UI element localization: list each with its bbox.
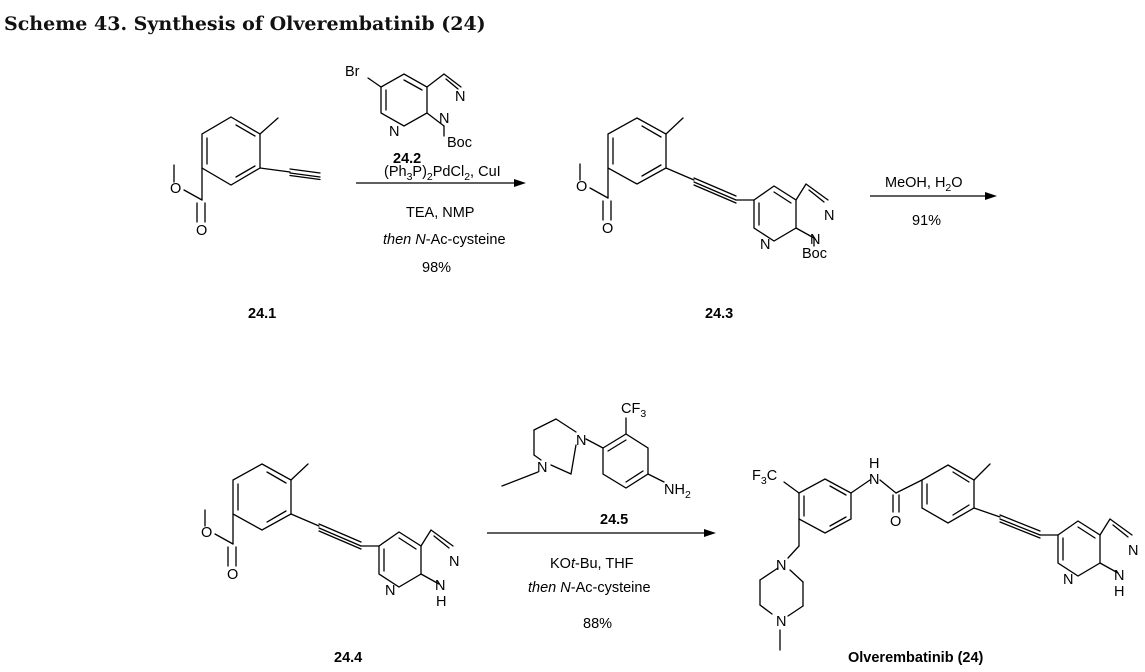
reaction-arrow-1-head — [514, 179, 526, 187]
step3-reagents: KOt-Bu, THF — [550, 556, 634, 572]
step3-quench: then N-Ac-cysteine — [528, 580, 651, 596]
atom-o: O — [890, 514, 901, 530]
atom-n: N — [449, 554, 459, 570]
atom-n: N — [576, 433, 586, 449]
atom-n: N — [439, 111, 449, 127]
atom-o: O — [196, 223, 207, 239]
atom-n: N — [385, 583, 395, 599]
compound-24-2-structure — [367, 73, 462, 137]
atom-n: N — [824, 208, 834, 224]
atom-n: N — [760, 237, 770, 253]
step1-quench: then N-Ac-cysteine — [383, 232, 506, 248]
reaction-arrow-3-head — [704, 529, 716, 537]
atom-h: H — [869, 456, 879, 472]
compound-label-24-5: 24.5 — [600, 512, 628, 528]
atom-n: N — [455, 89, 465, 105]
atom-o: O — [170, 181, 181, 197]
atom-o: O — [227, 567, 238, 583]
atom-o: O — [576, 179, 587, 195]
atom-h: H — [1114, 584, 1124, 600]
compound-24-structure — [759, 463, 1133, 651]
atom-n: N — [1128, 543, 1138, 559]
atom-h: H — [436, 594, 446, 610]
atom-f3c: F3C — [752, 468, 777, 487]
atom-o: O — [602, 221, 613, 237]
atom-cf3: CF3 — [621, 401, 646, 420]
atom-br: Br — [345, 64, 360, 80]
compound-label-24: Olverembatinib (24) — [848, 650, 984, 666]
atom-n: N — [389, 124, 399, 140]
atom-o: O — [201, 525, 212, 541]
atom-boc: Boc — [802, 246, 827, 262]
reaction-arrow-2-head — [985, 192, 997, 200]
atom-n: N — [435, 578, 445, 594]
step1-reagents: (Ph3P)2PdCl2, CuI — [384, 164, 501, 183]
atom-boc: Boc — [447, 135, 472, 151]
atom-n: N — [537, 460, 547, 476]
compound-24-4-structure — [204, 463, 454, 588]
compound-24-3-structure — [579, 117, 829, 247]
atom-n: N — [776, 614, 786, 630]
atom-n: N — [776, 558, 786, 574]
atom-n: N — [1114, 568, 1124, 584]
atom-nh2: NH2 — [664, 482, 691, 501]
step1-solvent: TEA, NMP — [406, 205, 474, 221]
atom-n: N — [869, 472, 879, 488]
step3-yield: 88% — [583, 616, 612, 632]
step2-reagents: MeOH, H2O — [885, 175, 963, 194]
atom-n: N — [810, 232, 820, 248]
compound-24-1-structure — [173, 116, 321, 223]
step1-yield: 98% — [422, 260, 451, 276]
compound-label-24-2: 24.2 — [393, 151, 421, 167]
compound-label-24-4: 24.4 — [334, 650, 362, 666]
atom-n: N — [1063, 572, 1073, 588]
compound-24-5-structure — [501, 417, 665, 489]
step2-yield: 91% — [912, 213, 941, 229]
compound-label-24-3: 24.3 — [705, 306, 733, 322]
scheme-title: Scheme 43. Synthesis of Olverembatinib (… — [4, 13, 486, 35]
compound-label-24-1: 24.1 — [248, 306, 276, 322]
